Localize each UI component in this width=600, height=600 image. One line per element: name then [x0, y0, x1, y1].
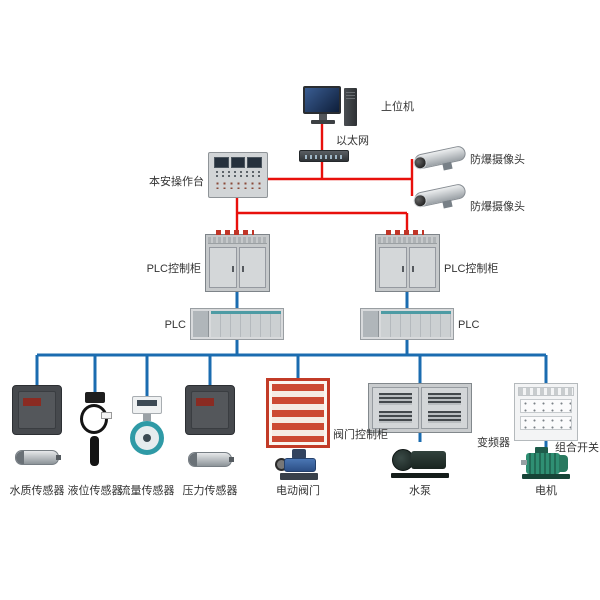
plc-rack-left: [190, 308, 284, 340]
console-screen: [214, 157, 229, 168]
label-plc-right: PLC: [458, 319, 480, 331]
switch-panel: [520, 399, 572, 413]
cabinet-door: [209, 247, 237, 288]
vfd-door: [372, 387, 419, 429]
cabinet-vent: [378, 237, 437, 244]
motor-junction-box: [535, 447, 548, 454]
label-ethernet: 以太网: [336, 135, 369, 147]
water-pump: [391, 442, 449, 479]
label-host-computer: 上位机: [381, 101, 414, 113]
ethernet-switch: [299, 150, 349, 162]
monitor: [303, 86, 341, 114]
electric-valve: [275, 449, 321, 481]
pressure-sensor-box: [185, 385, 235, 435]
label-combo-switch: 组合开关: [555, 442, 599, 454]
level-sensor: [73, 392, 117, 470]
plc-cabinet-right: [375, 230, 440, 292]
vent-grille: [428, 393, 461, 405]
console-screen: [247, 157, 263, 168]
pressure-sensor-probe: [188, 452, 234, 467]
vent-grille: [379, 411, 412, 423]
label-operator-console: 本安操作台: [149, 176, 204, 188]
computer-tower: [344, 88, 357, 126]
label-camera-top: 防爆摄像头: [470, 154, 525, 166]
cabinet-terminal-blocks: [216, 230, 254, 235]
label-level-sensor: 液位传感器: [67, 485, 123, 497]
flow-sensor: [125, 396, 169, 466]
plc-io-modules: [381, 311, 451, 337]
pump-motor: [411, 451, 446, 469]
flow-sensor-flange: [130, 421, 164, 455]
flow-sensor-transmitter: [132, 396, 162, 414]
monitor-base: [311, 120, 335, 124]
cabinet-terminal-blocks: [386, 230, 424, 235]
label-plc-cabinet-left: PLC控制柜: [146, 263, 201, 275]
label-motor: 电机: [535, 485, 557, 497]
level-sensor-tag: [101, 412, 112, 419]
plc-power-module: [363, 311, 379, 337]
cabinet-doors: [379, 247, 436, 288]
level-sensor-cable-coil: [80, 404, 108, 434]
label-vfd: 变频器: [477, 437, 510, 449]
combination-switch-cabinet: [514, 383, 578, 441]
motor-base: [522, 474, 570, 479]
label-pressure-sensor: 压力传感器: [182, 485, 238, 497]
operator-console: [208, 152, 268, 198]
valve-flange: [280, 473, 318, 480]
sensor-panel: [191, 391, 229, 429]
vent-grille: [428, 411, 461, 423]
label-camera-bottom: 防爆摄像头: [470, 201, 525, 213]
flow-sensor-neck: [143, 414, 151, 421]
control-network-lines: [235, 124, 414, 234]
valve-body: [284, 458, 316, 472]
cabinet-door: [238, 247, 266, 288]
console-indicator-lights: [214, 181, 262, 189]
motor-end-bell: [559, 455, 568, 472]
monitor-stand: [319, 114, 327, 120]
motor: [519, 447, 573, 482]
vent-grille: [379, 393, 412, 405]
label-plc-cabinet-right: PLC控制柜: [444, 263, 499, 275]
cabinet-doors: [209, 247, 266, 288]
water-quality-sensor-box: [12, 385, 62, 435]
host-computer: [303, 86, 359, 128]
vfd-cabinet: [368, 383, 472, 433]
level-sensor-head: [85, 392, 105, 403]
console-screen: [230, 157, 246, 168]
valve-control-cabinet: [266, 378, 330, 448]
label-plc-left: PLC: [164, 319, 186, 331]
cabinet-vent: [208, 237, 267, 244]
valve-actuator: [292, 449, 306, 459]
plc-cabinet-left: [205, 230, 270, 292]
console-screens: [214, 157, 263, 168]
monitor-screen: [305, 88, 339, 112]
label-water-quality-sensor: 水质传感器: [9, 485, 65, 497]
switch-panel: [520, 416, 572, 430]
pump-base: [391, 473, 449, 478]
cabinet-door: [408, 247, 436, 288]
motor-body: [521, 453, 560, 474]
valve-cabinet-trays: [272, 384, 324, 442]
switch-top-strip: [518, 387, 574, 396]
water-quality-sensor-probe: [15, 450, 61, 465]
sensor-panel: [18, 391, 56, 429]
label-water-pump: 水泵: [409, 485, 431, 497]
cabinet-door: [379, 247, 407, 288]
level-sensor-probe: [90, 436, 99, 466]
flow-sensor-display: [137, 400, 157, 406]
label-electric-valve: 电动阀门: [276, 485, 320, 497]
plc-power-module: [193, 311, 209, 337]
sensor-display: [23, 398, 41, 406]
switch-ports: [305, 155, 343, 159]
console-buttons: [214, 170, 262, 179]
vfd-door: [421, 387, 468, 429]
label-valve-cabinet: 阀门控制柜: [333, 429, 388, 441]
plc-io-modules: [211, 311, 281, 337]
label-flow-sensor: 流量传感器: [119, 485, 175, 497]
field-bus-lines: [35, 292, 548, 447]
plc-rack-right: [360, 308, 454, 340]
sensor-display: [196, 398, 214, 406]
